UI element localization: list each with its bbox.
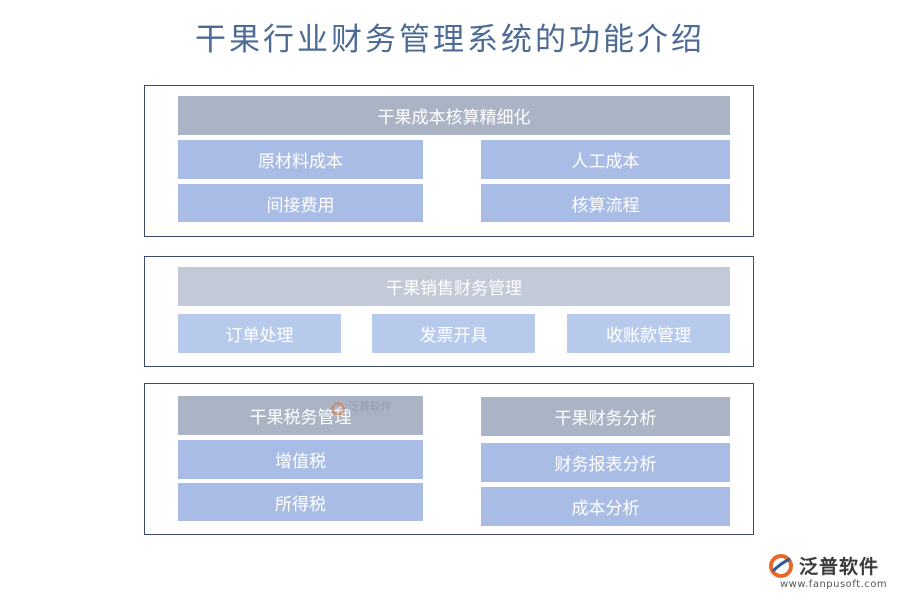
sales-header: 干果销售财务管理 <box>178 267 730 306</box>
brand-url: www.fanpusoft.com <box>780 579 888 590</box>
accounting-process-box: 核算流程 <box>481 184 730 222</box>
page-title: 干果行业财务管理系统的功能介绍 <box>195 22 705 58</box>
order-processing-box: 订单处理 <box>178 314 341 353</box>
statement-analysis-box: 财务报表分析 <box>481 443 730 482</box>
labor-cost-box: 人工成本 <box>481 140 730 179</box>
vat-box: 增值税 <box>178 440 423 479</box>
analysis-header: 干果财务分析 <box>481 397 730 436</box>
watermark-en: FANPU SOFTWARE <box>348 412 392 417</box>
fanpu-logo-icon <box>769 553 793 578</box>
cost-header: 干果成本核算精细化 <box>178 96 730 135</box>
indirect-cost-box: 间接费用 <box>178 184 423 222</box>
brand-logo: 泛普软件 <box>768 552 879 579</box>
receivables-box: 收账款管理 <box>567 314 730 353</box>
raw-material-cost-box: 原材料成本 <box>178 140 423 179</box>
invoicing-box: 发票开具 <box>372 314 535 353</box>
income-tax-box: 所得税 <box>178 483 423 521</box>
fanpu-logo-icon <box>331 402 345 416</box>
watermark-cn: 泛普软件 <box>348 400 392 413</box>
cost-analysis-box: 成本分析 <box>481 487 730 526</box>
watermark-logo: 泛普软件 FANPU SOFTWARE <box>331 401 392 417</box>
brand-name: 泛普软件 <box>799 556 880 578</box>
tax-header: 干果税务管理 <box>178 396 423 435</box>
